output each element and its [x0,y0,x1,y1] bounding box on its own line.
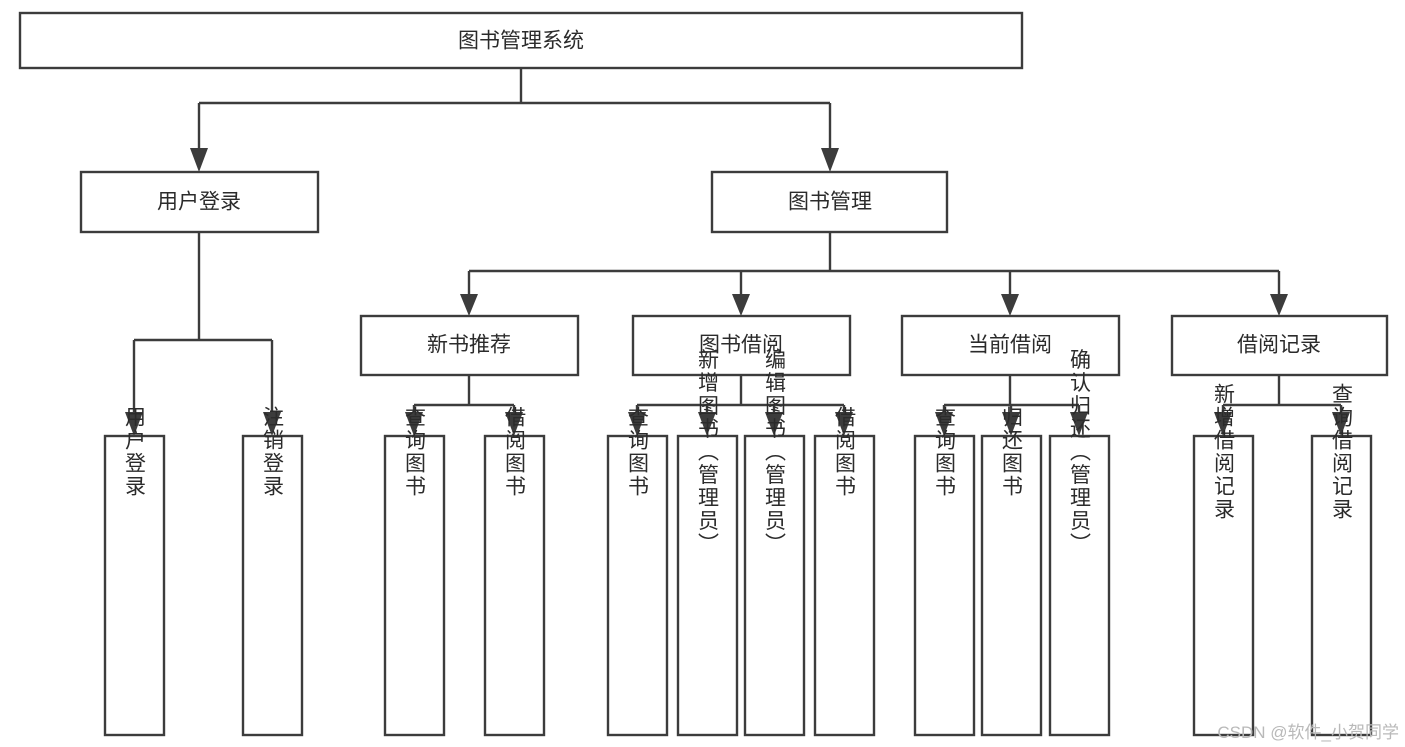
connectors-currentborrow-leaves [935,375,1088,436]
arrow-to-newbook-leaf-1 [505,412,523,436]
arrow-to-user-login [190,148,208,172]
arrow-to-borrowrecord-leaf-0 [1214,412,1232,436]
arrow-to-bookborrow-leaf-0 [628,412,646,436]
leaf-user-login-1-label: 注销登录 [261,406,285,498]
arrow-to-book-borrow [732,294,750,316]
arrow-to-borrowrecord-leaf-1 [1332,412,1350,436]
arrow-to-current-borrow [1001,294,1019,316]
leaf-user-login-1[interactable]: 注销登录 [241,406,304,737]
arrow-to-currentborrow-leaf-0 [935,412,953,436]
arrow-to-currentborrow-leaf-1 [1002,412,1020,436]
node-book-borrow[interactable]: 图书借阅 [631,314,852,377]
leaf-user-login-0-label: 用户登录 [123,406,147,498]
leaf-new-book-0[interactable]: 查询图书 [383,406,446,737]
leaf-borrow-record-0[interactable]: 新增借阅记录 [1192,383,1255,737]
leaf-current-borrow-1-box[interactable] [980,434,1043,737]
leaf-book-borrow-2-box[interactable] [743,434,806,737]
connectors-bookborrow-leaves [628,375,853,436]
leaf-current-borrow-0[interactable]: 查询图书 [913,406,976,737]
leaf-current-borrow-1-label: 归还图书 [1000,406,1024,498]
leaf-new-book-0-label: 查询图书 [403,406,427,498]
leaf-book-borrow-2-label: 编辑图书（管理员） [763,349,787,556]
node-current-borrow-label: 当前借阅 [968,334,1052,357]
leaf-current-borrow-0-box[interactable] [913,434,976,737]
node-borrow-record-box[interactable] [1170,314,1389,377]
arrow-to-new-book-recommend [460,294,478,316]
node-book-management[interactable]: 图书管理 [710,170,949,234]
leaf-book-borrow-1-box[interactable] [676,434,739,737]
node-book-borrow-box[interactable] [631,314,852,377]
node-new-book-recommend-box[interactable] [359,314,580,377]
arrow-to-bookborrow-leaf-2 [765,412,783,436]
node-user-login-label: 用户登录 [157,191,241,214]
node-book-borrow-label: 图书借阅 [699,334,783,357]
leaf-current-borrow-2-label: 确认归还（管理员） [1068,349,1092,556]
connectors-root-level2 [190,68,839,172]
connectors-newbook-leaves [405,375,523,436]
leaf-current-borrow-1[interactable]: 归还图书 [980,406,1043,737]
node-current-borrow[interactable]: 当前借阅 [900,314,1121,377]
leaf-current-borrow-0-label: 查询图书 [933,406,957,498]
arrow-to-logout-leaf [263,412,281,436]
leaf-book-borrow-2[interactable]: 编辑图书（管理员） [743,349,806,737]
node-borrow-record-label: 借阅记录 [1237,334,1321,357]
leaf-borrow-record-1-label: 查询借阅记录 [1330,383,1354,521]
leaf-new-book-1-box[interactable] [483,434,546,737]
leaf-user-login-0-box[interactable] [103,434,166,737]
leaf-book-borrow-3-box[interactable] [813,434,876,737]
leaf-new-book-1[interactable]: 借阅图书 [483,406,546,737]
arrow-to-borrow-record [1270,294,1288,316]
arrow-to-newbook-leaf-0 [405,412,423,436]
leaf-book-borrow-3[interactable]: 借阅图书 [813,406,876,737]
node-root-label: 图书管理系统 [458,30,584,53]
arrow-to-currentborrow-leaf-2 [1070,412,1088,436]
arrow-to-user-login-leaf [125,412,143,436]
node-user-login-box[interactable] [79,170,320,234]
leaf-borrow-record-1[interactable]: 查询借阅记录 [1310,383,1373,737]
leaf-book-borrow-0-box[interactable] [606,434,669,737]
leaf-book-borrow-1[interactable]: 新增图书（管理员） [676,349,739,737]
node-new-book-recommend-label: 新书推荐 [427,334,511,357]
arrow-to-book-management [821,148,839,172]
node-root-system[interactable]: 图书管理系统 [18,11,1024,70]
leaf-user-login-1-box[interactable] [241,434,304,737]
node-borrow-record[interactable]: 借阅记录 [1170,314,1389,377]
leaf-book-borrow-3-label: 借阅图书 [833,406,857,498]
node-book-management-box[interactable] [710,170,949,234]
leaf-book-borrow-0-label: 查询图书 [626,406,650,498]
leaf-book-borrow-1-label: 新增图书（管理员） [696,349,720,556]
node-user-login[interactable]: 用户登录 [79,170,320,234]
leaf-current-borrow-2-box[interactable] [1048,434,1111,737]
connectors-borrowrecord-leaves [1214,375,1350,436]
leaf-borrow-record-1-box[interactable] [1310,434,1373,737]
leaf-current-borrow-2[interactable]: 确认归还（管理员） [1048,349,1111,737]
node-new-book-recommend[interactable]: 新书推荐 [359,314,580,377]
node-root-box[interactable] [18,11,1024,70]
arrow-to-bookborrow-leaf-3 [835,412,853,436]
leaf-borrow-record-0-label: 新增借阅记录 [1212,383,1236,521]
arrow-to-bookborrow-leaf-1 [698,412,716,436]
node-book-management-label: 图书管理 [788,191,872,214]
leaf-book-borrow-0[interactable]: 查询图书 [606,406,669,737]
leaf-new-book-0-box[interactable] [383,434,446,737]
connectors-userlogin-leaves [125,232,281,436]
leaf-new-book-1-label: 借阅图书 [503,406,527,498]
leaf-borrow-record-0-box[interactable] [1192,434,1255,737]
connectors-bookmgmt-level3 [460,232,1288,316]
node-current-borrow-box[interactable] [900,314,1121,377]
leaf-user-login-0[interactable]: 用户登录 [103,406,166,737]
